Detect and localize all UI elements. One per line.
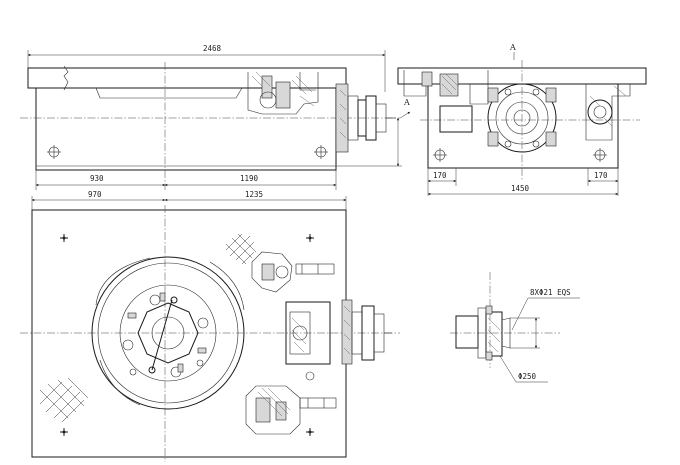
section-label-small: A — [403, 98, 410, 107]
drive-coupling — [335, 83, 396, 153]
side-bolt-left-icon — [433, 148, 447, 162]
coupling-detail-view: 8XΦ21 EQS Φ250 — [450, 272, 580, 383]
plan-view: 970 1235 — [20, 190, 400, 462]
side-bolt-right-icon — [593, 148, 607, 162]
plan-plate — [31, 209, 347, 458]
side-gear-right — [585, 84, 631, 141]
side-gearbox-left — [403, 70, 489, 133]
rotary-table-plan — [91, 256, 245, 410]
bolt-left-icon — [47, 145, 61, 159]
rotary-wheel — [487, 83, 557, 153]
corner-marks — [60, 234, 314, 436]
callout-diameter: Φ250 — [518, 372, 537, 381]
callout-spline: 8XΦ21 EQS — [530, 288, 571, 297]
front-view: 2468 — [20, 44, 411, 190]
dim-side-total: 1450 — [511, 184, 530, 193]
gear-assembly-upper — [251, 251, 335, 293]
side-view: A — [397, 43, 647, 196]
hatch-area-bottom — [39, 377, 89, 423]
section-label: A — [509, 43, 516, 52]
dim-plan-left: 970 — [88, 190, 102, 199]
dim-side-right: 170 — [594, 171, 608, 180]
plan-drive-coupling — [341, 299, 392, 365]
gear-assembly-lower — [245, 385, 337, 435]
dim-total-length: 2468 — [203, 44, 222, 53]
dim-right-part: 1190 — [240, 174, 259, 183]
bolt-right-icon — [314, 145, 328, 159]
hatch-area-top — [225, 233, 257, 265]
dim-side-left: 170 — [433, 171, 447, 180]
motor-housing — [285, 301, 331, 381]
dim-plan-right: 1235 — [245, 190, 263, 199]
gear-detail — [247, 71, 319, 115]
dim-left-part: 930 — [90, 174, 104, 183]
base-body — [35, 87, 337, 171]
